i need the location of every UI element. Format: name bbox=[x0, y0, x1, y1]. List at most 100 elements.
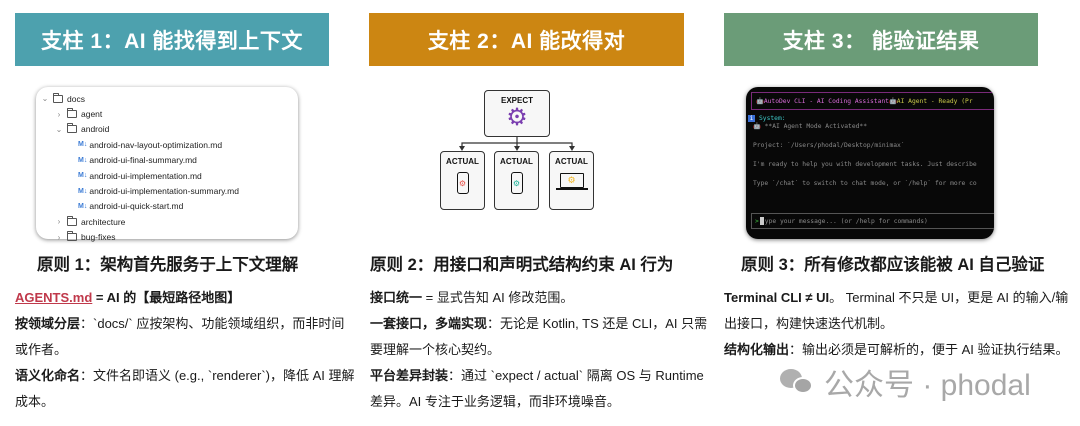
type-hint-line: Type `/chat` to switch to chat mode, or … bbox=[753, 180, 977, 187]
structured-output-label: 结构化输出 bbox=[724, 342, 790, 357]
tree-item-label: bug-fixes bbox=[81, 232, 116, 243]
expect-actual-diagram: EXPECT ⚙ ACTUAL ⚙ ACTUAL ⚙ ACTUAL ⚙ bbox=[440, 88, 600, 214]
unified-interface-text: = 显式告知 AI 修改范围。 bbox=[422, 290, 574, 305]
markdown-file-icon: M↓ bbox=[78, 141, 88, 149]
tree-item-label: architecture bbox=[81, 216, 126, 227]
tree-item[interactable]: M↓android-ui-implementation.md bbox=[36, 168, 298, 183]
activated-line: 🤖 **AI Agent Mode Activated** bbox=[746, 122, 994, 130]
wechat-icon bbox=[780, 367, 816, 397]
terminal-window: 🤖 AutoDev CLI - AI Coding Assistant 🤖 AI… bbox=[746, 87, 994, 239]
tree-item[interactable]: M↓android-ui-implementation-summary.md bbox=[36, 183, 298, 198]
folder-icon bbox=[53, 92, 63, 103]
actual-label: ACTUAL bbox=[446, 157, 479, 166]
multi-platform-label: 一套接口，多端实现 bbox=[370, 316, 488, 331]
markdown-file-icon: M↓ bbox=[78, 187, 88, 195]
folder-icon bbox=[67, 123, 77, 134]
ready-line: I'm ready to help you with development t… bbox=[753, 161, 977, 168]
semantic-naming-label: 语义化命名 bbox=[15, 368, 81, 383]
watermark: 公众号 · phodal bbox=[780, 360, 1031, 404]
terminal-input[interactable]: > ype your message... (or /help for comm… bbox=[751, 213, 994, 229]
robot-icon: 🤖 bbox=[753, 123, 761, 130]
platform-diff-text: ：通过 `expect / actual` 隔离 OS 与 Runtime 差异… bbox=[370, 368, 704, 409]
terminal-cli-line: Terminal CLI ≠ UI。 Terminal 不只是 UI，更是 AI… bbox=[724, 285, 1069, 337]
laptop-base bbox=[555, 188, 588, 190]
structured-output-text: ：输出必须是可解析的，便于 AI 验证执行结果。 bbox=[789, 342, 1069, 357]
robot-icon: 🤖 bbox=[756, 98, 764, 105]
tree-item-label: android-ui-quick-start.md bbox=[89, 201, 184, 212]
principle-3-body: Terminal CLI ≠ UI。 Terminal 不只是 UI，更是 AI… bbox=[724, 285, 1069, 363]
tree-item[interactable]: ⌄ android bbox=[36, 122, 298, 137]
pillar-3-banner: 支柱 3： 能验证结果 bbox=[724, 13, 1038, 66]
tree-item[interactable]: › bug-fixes bbox=[36, 230, 298, 245]
expect-box: EXPECT ⚙ bbox=[484, 90, 550, 137]
purple-gear-icon: ⚙ bbox=[506, 104, 528, 131]
tree-item-label: android-nav-layout-optimization.md bbox=[89, 139, 223, 150]
project-line: Project: `/Users/phodal/Desktop/minimax` bbox=[753, 142, 905, 149]
terminal-title-bar: 🤖 AutoDev CLI - AI Coding Assistant 🤖 AI… bbox=[751, 92, 994, 110]
unified-interface-label: 接口统一 bbox=[370, 290, 423, 305]
agents-md-link[interactable]: AGENTS.md bbox=[15, 290, 93, 305]
markdown-file-icon: M↓ bbox=[78, 156, 88, 164]
multi-platform-line: 一套接口，多端实现：无论是 Kotlin, TS 还是 CLI，AI 只需要理解… bbox=[370, 311, 720, 363]
info-icon: i bbox=[748, 115, 755, 122]
prompt-symbol: > bbox=[755, 217, 759, 225]
agents-md-line: AGENTS.md = AI 的【最短路径地图】 bbox=[15, 285, 355, 311]
tree-item[interactable]: M↓android-ui-quick-start.md bbox=[36, 199, 298, 214]
terminal-title: AutoDev CLI - AI Coding Assistant bbox=[763, 97, 889, 105]
tree-item[interactable]: M↓android-ui-final-summary.md bbox=[36, 153, 298, 168]
pillar-2-banner: 支柱 2：AI 能改得对 bbox=[369, 13, 684, 66]
multi-platform-text: ：无论是 Kotlin, TS 还是 CLI，AI 只需要理解一个核心契约。 bbox=[370, 316, 708, 357]
pillar-3-column: 支柱 3： 能验证结果 🤖 AutoDev CLI - AI Coding As… bbox=[720, 0, 1080, 426]
watermark-text: 公众号 · phodal bbox=[824, 369, 1031, 402]
red-gear-icon: ⚙ bbox=[458, 178, 467, 188]
tree-item-label: android-ui-implementation-summary.md bbox=[89, 186, 239, 197]
yellow-gear-icon: ⚙ bbox=[567, 175, 576, 185]
pillar-2-column: 支柱 2：AI 能改得对 EXPECT ⚙ ACTUAL ⚙ ACTUAL bbox=[360, 0, 720, 426]
semantic-naming-text: ：文件名即语义 (e.g., `renderer`)，降低 AI 理解成本。 bbox=[15, 368, 355, 409]
markdown-file-icon: M↓ bbox=[78, 202, 88, 210]
laptop-icon: ⚙ bbox=[559, 173, 584, 188]
agents-md-desc: = AI 的【最短路径地图】 bbox=[92, 290, 241, 305]
chevron-down-icon[interactable]: ⌄ bbox=[55, 124, 63, 134]
platform-diff-line: 平台差异封装：通过 `expect / actual` 隔离 OS 与 Runt… bbox=[370, 363, 720, 415]
domain-layering-text: ：`docs/` 应按架构、功能领域组织，而非时间或作者。 bbox=[15, 316, 345, 357]
folder-icon bbox=[67, 215, 77, 226]
principle-3-heading: 原则 3：所有修改都应该能被 AI 自己验证 bbox=[741, 256, 1045, 274]
tree-item-label: android-ui-final-summary.md bbox=[89, 155, 197, 166]
activated-text: **AI Agent Mode Activated** bbox=[764, 123, 867, 130]
chevron-down-icon[interactable]: ⌄ bbox=[41, 94, 49, 104]
android-phone-icon: ⚙ bbox=[456, 172, 469, 194]
system-label: System: bbox=[759, 115, 786, 122]
domain-layering-line: 按领域分层：`docs/` 应按架构、功能领域组织，而非时间或作者。 bbox=[15, 311, 355, 363]
robot-icon: 🤖 bbox=[888, 98, 897, 105]
chevron-right-icon[interactable]: › bbox=[57, 232, 61, 242]
principle-1-body: AGENTS.md = AI 的【最短路径地图】 按领域分层：`docs/` 应… bbox=[15, 285, 355, 415]
principle-2-body: 接口统一 = 显式告知 AI 修改范围。 一套接口，多端实现：无论是 Kotli… bbox=[370, 285, 720, 415]
actual-box-android: ACTUAL ⚙ bbox=[440, 151, 485, 210]
teal-gear-icon: ⚙ bbox=[512, 178, 521, 188]
tree-item-label: android-ui-implementation.md bbox=[89, 170, 202, 181]
semantic-naming-line: 语义化命名：文件名即语义 (e.g., `renderer`)，降低 AI 理解… bbox=[15, 363, 355, 415]
structured-output-line: 结构化输出：输出必须是可解析的，便于 AI 验证执行结果。 bbox=[724, 337, 1069, 363]
pillar-1-banner: 支柱 1：AI 能找得到上下文 bbox=[15, 13, 329, 66]
tree-item[interactable]: ⌄ docs bbox=[36, 91, 298, 106]
tree-item-label: docs bbox=[67, 93, 85, 104]
tree-item[interactable]: M↓android-nav-layout-optimization.md bbox=[36, 137, 298, 152]
actual-label: ACTUAL bbox=[555, 157, 588, 166]
domain-layering-label: 按领域分层 bbox=[15, 316, 81, 331]
input-placeholder: ype your message... (or /help for comman… bbox=[764, 217, 928, 225]
chevron-right-icon[interactable]: › bbox=[57, 217, 61, 227]
actual-box-ios: ACTUAL ⚙ bbox=[494, 151, 539, 210]
actual-label: ACTUAL bbox=[500, 157, 533, 166]
tree-item[interactable]: › agent bbox=[36, 106, 298, 121]
text-cursor bbox=[759, 217, 764, 225]
tree-item-label: agent bbox=[81, 109, 103, 120]
expect-label: EXPECT bbox=[500, 96, 533, 105]
tree-item[interactable]: › architecture bbox=[36, 214, 298, 229]
folder-icon bbox=[67, 108, 77, 119]
chevron-right-icon[interactable]: › bbox=[57, 109, 61, 119]
terminal-cli-label: Terminal CLI ≠ UI bbox=[724, 290, 830, 305]
unified-interface-line: 接口统一 = 显式告知 AI 修改范围。 bbox=[370, 285, 720, 311]
tree-item-label: android bbox=[81, 124, 110, 135]
